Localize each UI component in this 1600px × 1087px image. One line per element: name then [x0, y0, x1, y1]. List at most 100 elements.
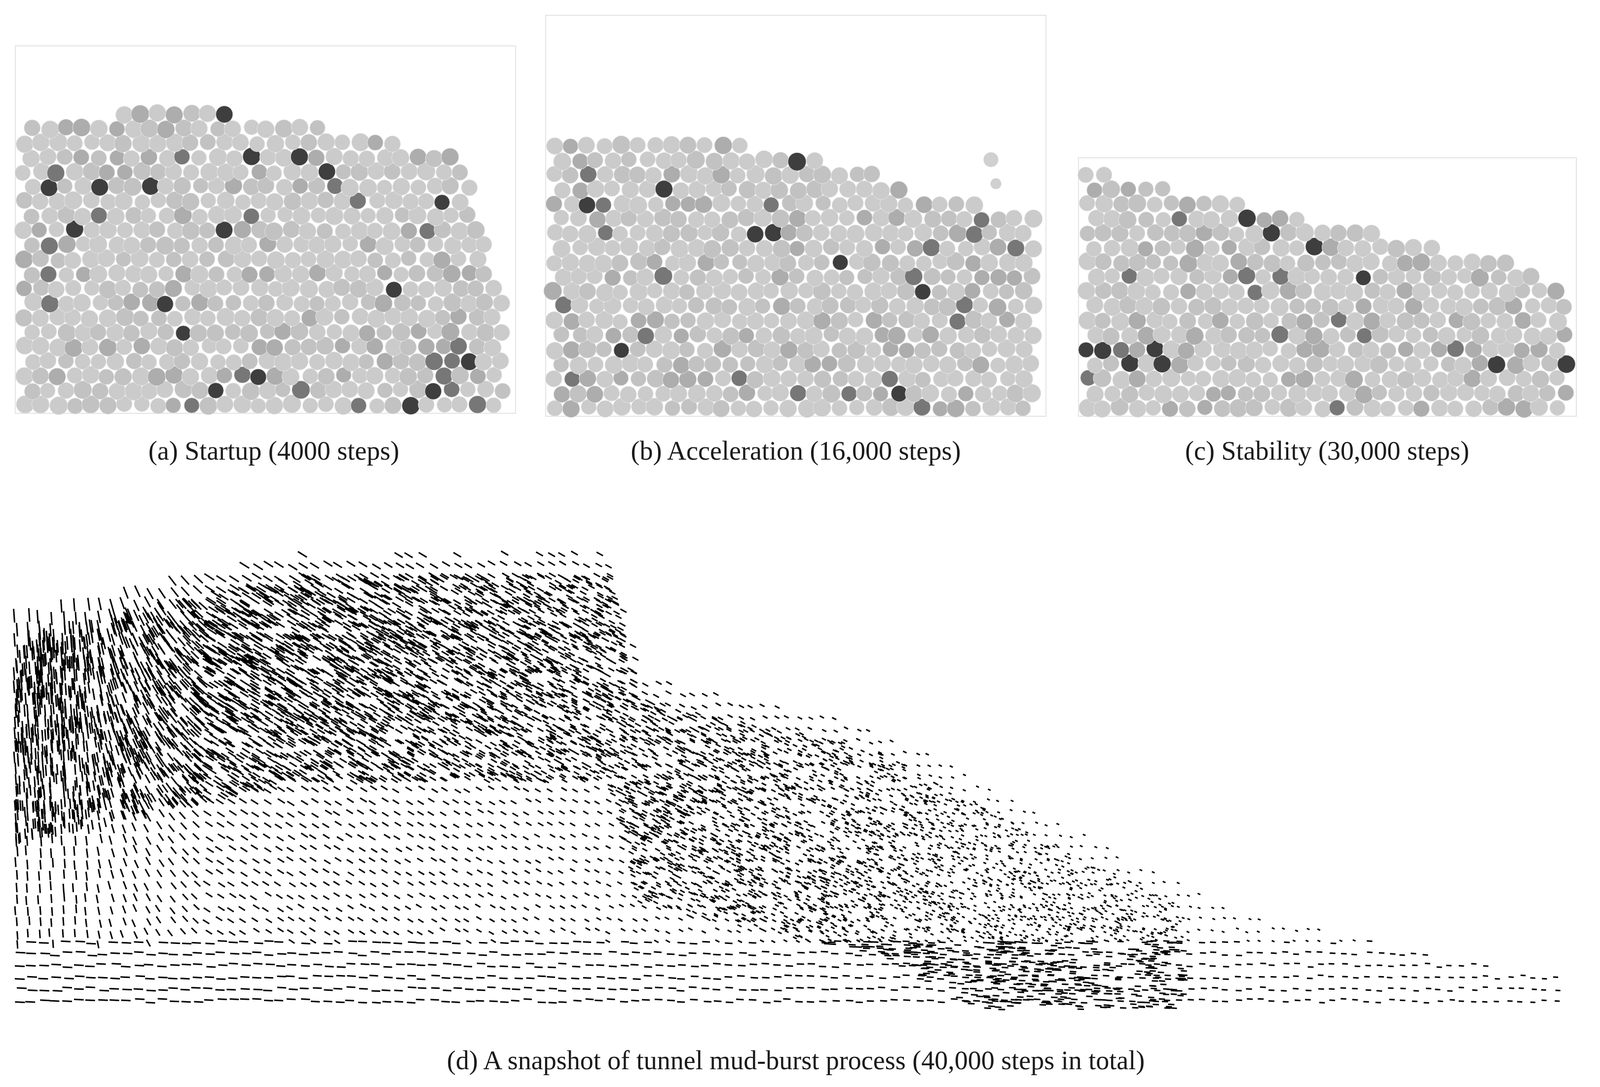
particle: [141, 354, 157, 371]
particle: [1005, 210, 1023, 227]
particle: [721, 211, 739, 229]
particle: [696, 137, 713, 153]
particle: [832, 371, 849, 387]
particle: [175, 265, 193, 283]
particle: [41, 120, 60, 139]
particle: [47, 281, 65, 298]
particle: [410, 295, 427, 312]
particle: [1025, 240, 1042, 258]
particle: [1337, 239, 1355, 257]
particle: [1320, 268, 1338, 286]
particle: [190, 119, 208, 138]
particle: [956, 269, 973, 286]
particle: [639, 151, 656, 168]
particle: [587, 151, 604, 169]
panel-stability: [1077, 157, 1577, 418]
particle: [1113, 341, 1130, 359]
particle: [132, 281, 149, 298]
particle: [385, 281, 403, 298]
particle: [612, 225, 629, 242]
particle: [1112, 371, 1131, 390]
particle: [409, 148, 427, 166]
particle: [655, 152, 673, 170]
particle: [316, 223, 334, 240]
particle: [1128, 370, 1146, 388]
particle: [1455, 298, 1474, 317]
particle: [1413, 400, 1430, 417]
particle: [721, 298, 738, 316]
particle: [58, 296, 75, 313]
particle: [553, 152, 572, 171]
particle: [123, 150, 140, 167]
particle: [476, 323, 495, 342]
particle: [722, 152, 740, 170]
particle: [1270, 297, 1289, 317]
particle: [189, 324, 208, 343]
particle: [342, 150, 359, 167]
particle: [198, 105, 217, 123]
particle: [1103, 297, 1122, 316]
particle: [881, 370, 899, 388]
particle: [1531, 282, 1548, 298]
particle: [988, 298, 1007, 317]
particle: [1480, 312, 1497, 329]
particle: [40, 237, 58, 255]
particle: [897, 225, 914, 242]
particle: [738, 153, 756, 171]
particle: [821, 355, 838, 372]
particle: [31, 222, 47, 238]
particle: [73, 149, 89, 166]
particle: [147, 368, 166, 387]
particle: [678, 284, 695, 300]
particle: [67, 398, 83, 414]
panel-velocity-field: [13, 551, 1561, 1010]
particle: [637, 298, 655, 316]
particle: [705, 297, 723, 315]
particle: [91, 382, 109, 400]
particle: [965, 196, 984, 215]
particle: [325, 351, 343, 370]
particle: [157, 178, 175, 195]
particle: [408, 264, 426, 282]
particle: [931, 196, 948, 213]
particle: [974, 269, 990, 286]
particle: [863, 165, 881, 183]
particle: [31, 309, 49, 328]
particle: [24, 324, 40, 341]
particle: [630, 371, 647, 387]
particle: [341, 380, 359, 398]
particle: [603, 180, 620, 197]
particle: [183, 105, 201, 123]
particle: [621, 151, 637, 168]
particle: [849, 166, 866, 183]
particle: [123, 177, 142, 196]
particle: [369, 398, 385, 414]
particle: [1154, 181, 1171, 197]
particle: [493, 324, 510, 341]
particle: [384, 135, 401, 152]
particle: [466, 221, 485, 239]
particle: [343, 207, 361, 225]
particle: [965, 310, 984, 330]
particle: [1172, 385, 1190, 403]
particle: [940, 269, 956, 285]
particle: [226, 266, 243, 283]
particle: [1314, 371, 1331, 387]
particle: [309, 354, 326, 371]
particle: [66, 135, 83, 152]
particle: [242, 295, 259, 312]
particle: [1320, 385, 1338, 403]
particle: [200, 192, 217, 209]
particle: [400, 223, 417, 240]
particle: [451, 193, 469, 211]
particle: [1161, 313, 1178, 330]
particle: [39, 383, 56, 399]
particle: [317, 133, 335, 151]
particle: [939, 356, 957, 374]
particle: [687, 297, 705, 314]
particle: [804, 210, 821, 227]
particle: [662, 371, 680, 389]
particle: [1096, 166, 1113, 183]
particle: [1398, 341, 1414, 358]
particle: [300, 163, 319, 182]
